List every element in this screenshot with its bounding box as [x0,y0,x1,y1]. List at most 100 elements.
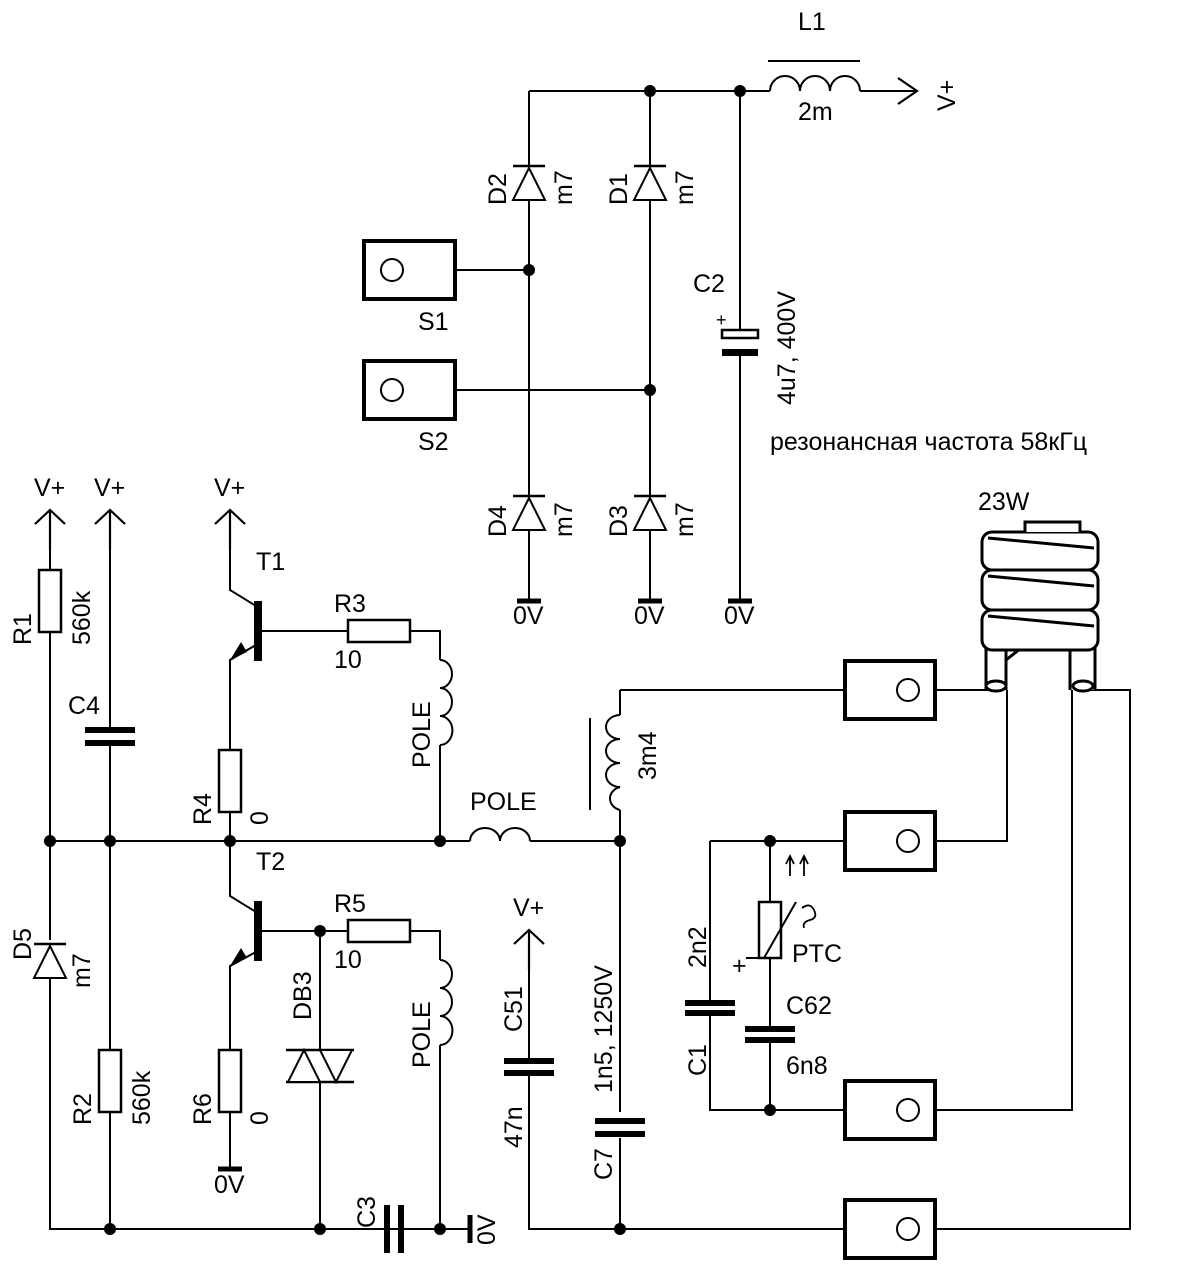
svg-text:+: + [732,952,747,980]
svg-text:m7: m7 [671,170,699,205]
svg-text:0V: 0V [513,602,544,630]
vplus-output-arrow: V+ [897,77,961,111]
ground-symbol: 0V [467,1214,501,1245]
socket-s1: S1 [362,239,457,336]
capacitor-c3: C3 [353,1196,404,1253]
svg-text:3m4: 3m4 [634,731,662,780]
transformer-winding-t2: POLE [408,959,454,1068]
svg-text:C4: C4 [68,692,100,720]
svg-text:0: 0 [246,1111,274,1125]
socket-s2: S2 [362,359,457,456]
svg-text:C3: C3 [353,1196,381,1228]
svg-text:C51: C51 [500,986,528,1032]
transistor-t2: T2 [230,848,285,966]
junction-dots [44,85,776,1235]
svg-text:PTC: PTC [792,940,842,968]
svg-text:2m: 2m [798,98,833,126]
svg-text:D5: D5 [9,928,37,960]
ground-symbol: 0V [214,1169,245,1199]
svg-text:POLE: POLE [408,1001,436,1068]
svg-text:R6: R6 [189,1093,217,1125]
lamp-connector [843,1198,937,1260]
svg-text:560k: 560k [68,590,96,645]
svg-text:R1: R1 [9,613,37,645]
svg-text:10: 10 [334,946,362,974]
ground-symbol: 0V [513,601,544,630]
inductor-l1: L1 2m [768,8,861,126]
resonance-note: резонансная частота 58кГц [770,428,1087,456]
svg-text:V+: V+ [513,894,544,922]
svg-text:4u7, 400V: 4u7, 400V [773,291,801,405]
svg-text:23W: 23W [978,488,1030,516]
lamp-connector [843,810,937,872]
lamp-connector [843,1079,937,1141]
inductor-pole: POLE [469,788,537,842]
diac-db3: DB3 [286,971,354,1085]
vplus-symbol: V+ [512,894,546,972]
svg-text:V+: V+ [94,474,125,502]
svg-text:1n5, 1250V: 1n5, 1250V [590,965,618,1093]
resistor-r1: R1 560k [9,568,96,645]
diode-d4: D4 m7 [484,494,578,537]
svg-text:POLE: POLE [408,701,436,768]
capacitor-c7: 1n5, 1250V C7 [590,965,645,1180]
svg-text:C62: C62 [786,992,832,1020]
svg-text:T2: T2 [256,848,285,876]
svg-text:DB3: DB3 [289,971,317,1020]
resistor-r6: R6 0 [189,1048,274,1125]
svg-text:D3: D3 [605,505,633,537]
svg-text:2n2: 2n2 [684,926,712,968]
capacitor-c2: + C2 4u7, 400V [693,270,801,405]
vplus-symbol: V+ [33,474,67,552]
ground-symbol: 0V [724,601,755,630]
vplus-symbol: V+ [93,474,127,552]
svg-text:+: + [716,310,727,330]
resistor-r3: R3 10 [334,590,412,674]
svg-text:S2: S2 [418,428,449,456]
transformer-winding-t1: POLE [408,659,454,768]
capacitor-c62: C62 6n8 [745,992,832,1080]
svg-text:V+: V+ [34,474,65,502]
svg-text:0V: 0V [634,602,665,630]
svg-text:D4: D4 [484,505,512,537]
svg-text:POLE: POLE [470,788,537,816]
svg-text:0V: 0V [214,1171,245,1199]
svg-text:m7: m7 [550,170,578,205]
svg-text:6n8: 6n8 [786,1052,828,1080]
svg-text:D2: D2 [484,173,512,205]
lamp-connector [843,659,937,721]
svg-text:0V: 0V [724,602,755,630]
svg-text:R5: R5 [334,890,366,918]
transistor-t1: T1 [230,548,285,661]
svg-text:C1: C1 [684,1044,712,1076]
capacitor-c1: 2n2 C1 [684,926,735,1076]
diode-d5: D5 m7 [9,928,96,988]
svg-text:10: 10 [334,646,362,674]
cfl-lamp-icon: 23W [978,488,1100,693]
svg-text:47n: 47n [500,1106,528,1148]
svg-text:T1: T1 [256,548,285,576]
svg-text:L1: L1 [798,8,826,36]
ground-symbol: 0V [634,601,665,630]
svg-text:R3: R3 [334,590,366,618]
svg-text:m7: m7 [68,953,96,988]
svg-text:V+: V+ [214,474,245,502]
svg-text:0V: 0V [473,1214,501,1245]
diode-d2: D2 m7 [484,164,578,205]
capacitor-c4: C4 [68,692,135,746]
thermistor-ptc: + PTC [732,853,842,980]
svg-text:560k: 560k [128,1070,156,1125]
diode-d3: D3 m7 [605,494,699,537]
svg-text:D1: D1 [605,173,633,205]
svg-text:m7: m7 [550,502,578,537]
capacitor-c51: C51 47n [500,986,554,1148]
inductor-resonant: 3m4 [589,714,662,811]
resistor-r5: R5 10 [334,890,412,974]
svg-text:C2: C2 [693,270,725,298]
svg-text:R2: R2 [69,1093,97,1125]
diode-d1: D1 m7 [605,164,699,205]
svg-text:S1: S1 [418,308,449,336]
resistor-r4: R4 0 [189,748,274,825]
resistor-r2: R2 560k [69,1048,156,1125]
